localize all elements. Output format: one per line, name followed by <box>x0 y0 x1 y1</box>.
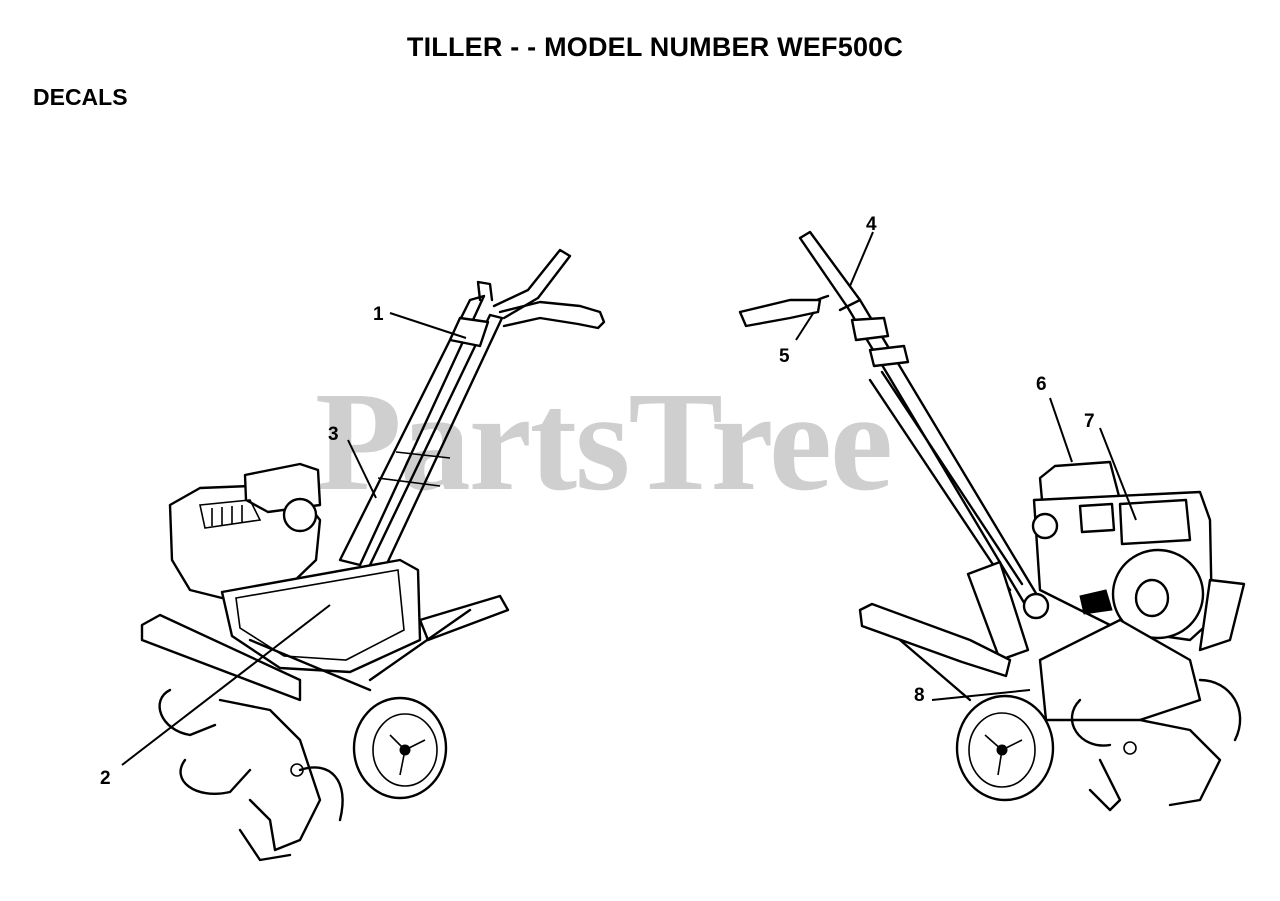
callout-leaders <box>121 231 1137 766</box>
callout-5: 5 <box>779 346 790 367</box>
callout-7: 7 <box>1084 411 1095 432</box>
callout-1: 1 <box>373 304 384 325</box>
callout-3: 3 <box>328 424 339 445</box>
callout-numbers: 1 2 3 4 5 6 7 8 <box>100 214 1095 789</box>
tiller-left-view <box>140 248 606 862</box>
parts-tree-watermark: PartsTree <box>315 362 893 520</box>
callout-4: 4 <box>866 214 877 235</box>
callout-8: 8 <box>914 685 925 706</box>
section-label: DECALS <box>33 84 128 110</box>
tiller-right-view <box>738 230 1246 812</box>
page-title: TILLER - - MODEL NUMBER WEF500C <box>406 32 904 62</box>
callout-6: 6 <box>1036 374 1047 395</box>
callout-2: 2 <box>100 768 111 789</box>
